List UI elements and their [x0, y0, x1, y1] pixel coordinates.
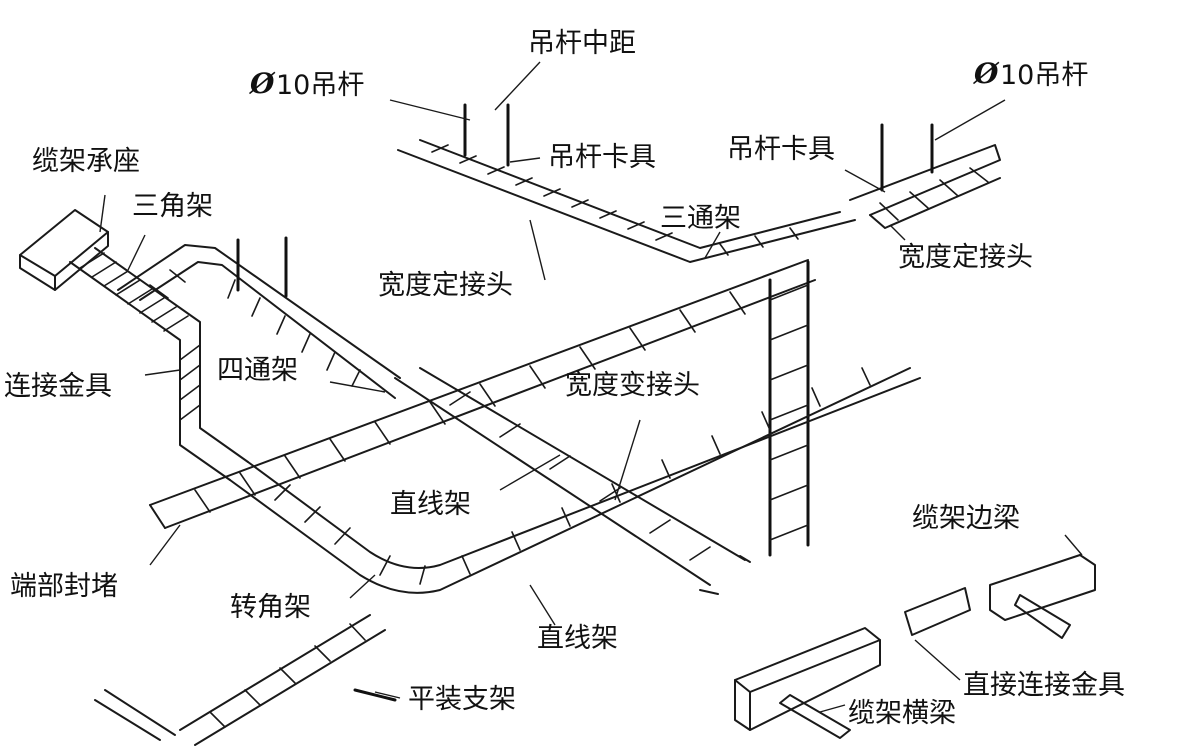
label-flat-bracket: 平装支架 [408, 684, 516, 715]
label-rod-clamp-left: 吊杆卡具 [548, 142, 656, 173]
vertical-ladder [768, 260, 810, 557]
label-cross-frame: 四通架 [217, 355, 298, 386]
upper-right-tray [849, 123, 1001, 229]
label-rod-right: 10吊杆 [1000, 60, 1089, 91]
label-triangle-frame: 三角架 [132, 191, 213, 222]
label-direct-connector: 直接连接金具 [963, 670, 1125, 701]
cross-diagonal-tray [394, 367, 751, 595]
label-tray-bearing: 缆架承座 [32, 146, 140, 177]
label-end-cap: 端部封堵 [10, 571, 118, 602]
label-connector-fitting: 连接金具 [4, 371, 112, 402]
label-tray-cross-beam: 缆架横梁 [848, 698, 956, 729]
upper-loop-tray [117, 236, 401, 399]
main-diagonal-tray [149, 259, 816, 529]
upper-middle-tray [397, 103, 856, 263]
label-straight-frame-1: 直线架 [390, 489, 471, 520]
label-corner-frame: 转角架 [230, 592, 311, 623]
label-width-change-joint: 宽度变接头 [565, 370, 700, 401]
label-straight-frame-2: 直线架 [537, 623, 618, 654]
label-rod-clamp-right: 吊杆卡具 [727, 134, 835, 165]
label-width-fixed-joint-left: 宽度定接头 [378, 270, 513, 301]
lower-left-bracket-tray [94, 614, 397, 746]
label-tee-frame: 三通架 [660, 203, 741, 234]
rod-right-symbol: Ø [974, 57, 999, 90]
rod-left-symbol: Ø [250, 67, 275, 100]
lower-right-components [734, 554, 1096, 739]
label-rod-spacing: 吊杆中距 [528, 28, 636, 59]
label-rod-left: 10吊杆 [276, 70, 365, 101]
label-width-fixed-joint-right: 宽度定接头 [898, 242, 1033, 273]
lower-curved-tray [229, 367, 921, 594]
left-descending-tray [69, 247, 249, 481]
tray-bearing-block [19, 209, 109, 291]
leader-lines [99, 61, 1083, 713]
label-tray-side-beam: 缆架边梁 [912, 503, 1020, 534]
